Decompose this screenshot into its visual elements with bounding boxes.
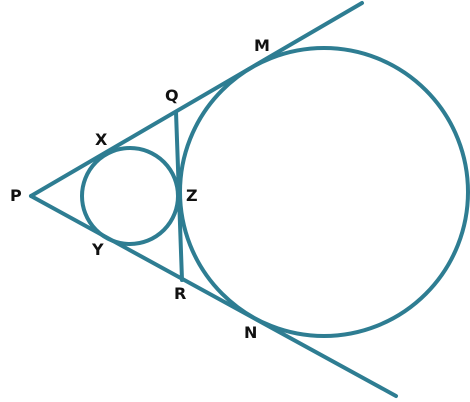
label-x: X bbox=[95, 130, 108, 149]
label-r: R bbox=[174, 284, 186, 303]
large-circle bbox=[178, 46, 470, 338]
label-q: Q bbox=[165, 86, 179, 105]
label-z: Z bbox=[186, 186, 198, 205]
label-y: Y bbox=[91, 240, 104, 259]
label-m: M bbox=[254, 36, 270, 55]
lower-tangent-line bbox=[29, 194, 398, 398]
label-n: N bbox=[244, 323, 257, 342]
upper-tangent-line bbox=[29, 1, 364, 198]
label-p: P bbox=[10, 186, 22, 205]
small-circle bbox=[80, 146, 180, 246]
